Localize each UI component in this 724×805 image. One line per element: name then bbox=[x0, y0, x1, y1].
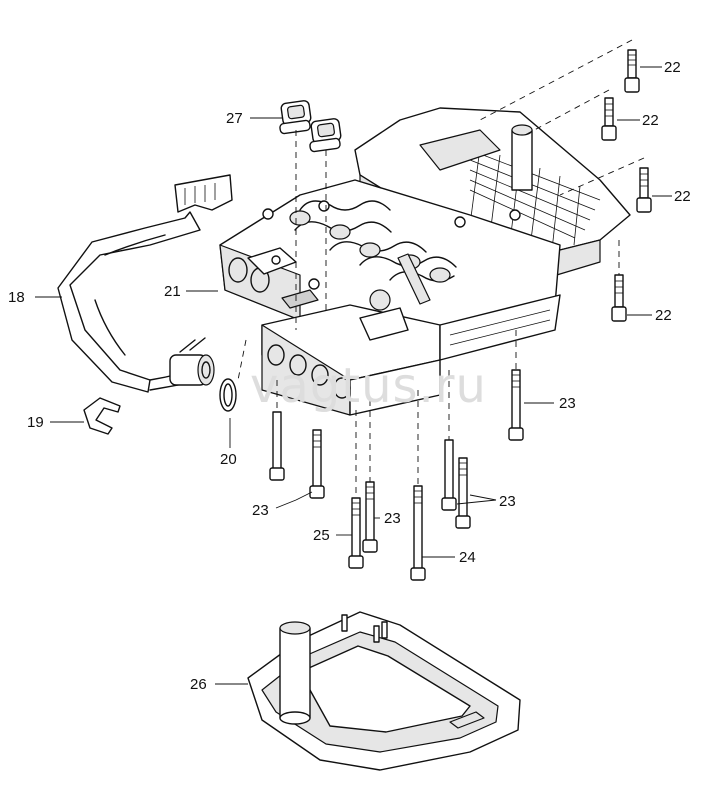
callout-22-bottom: 22 bbox=[655, 307, 672, 324]
callout-20: 20 bbox=[220, 451, 237, 468]
valve-body bbox=[219, 107, 631, 416]
assembly-guide-lines bbox=[237, 39, 645, 498]
callout-22-second: 22 bbox=[642, 112, 659, 129]
retaining-clip bbox=[83, 397, 121, 435]
callout-19: 19 bbox=[27, 414, 44, 431]
callout-21: 21 bbox=[164, 283, 181, 300]
oil-filter bbox=[247, 611, 521, 771]
seal-pair bbox=[279, 100, 342, 153]
callout-23-left: 23 bbox=[252, 502, 269, 519]
callout-23-center: 23 bbox=[384, 510, 401, 527]
callout-22-top: 22 bbox=[664, 59, 681, 76]
o-ring bbox=[219, 378, 237, 412]
watermark-text: vagtus.ru bbox=[250, 358, 487, 414]
callout-23-right: 23 bbox=[559, 395, 576, 412]
bolts-22 bbox=[601, 49, 652, 322]
callout-26: 26 bbox=[190, 676, 207, 693]
callout-22-third: 22 bbox=[674, 188, 691, 205]
callout-24: 24 bbox=[459, 549, 476, 566]
callout-23-right-pair: 23 bbox=[499, 493, 516, 510]
callout-25: 25 bbox=[313, 527, 330, 544]
wiring-harness bbox=[57, 174, 233, 393]
bolts-23-24-25 bbox=[269, 369, 524, 581]
leader-lines bbox=[35, 66, 672, 685]
callout-27: 27 bbox=[226, 110, 243, 127]
callout-18: 18 bbox=[8, 289, 25, 306]
